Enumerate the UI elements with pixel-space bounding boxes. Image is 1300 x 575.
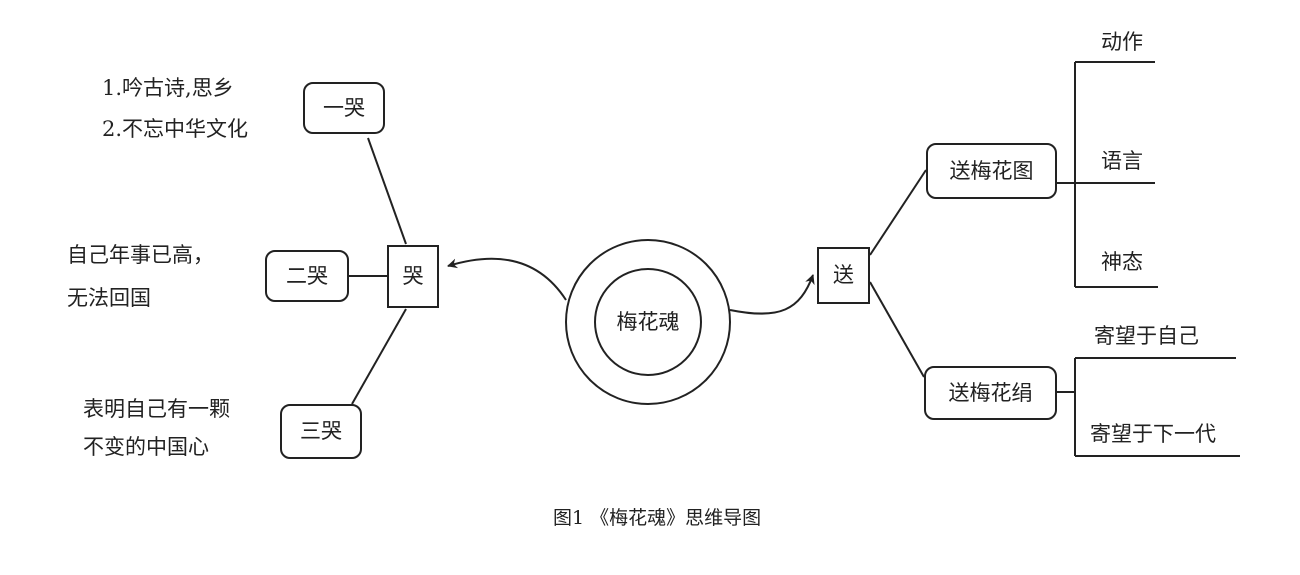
cry-2-note-2: 无法回国 — [67, 286, 151, 310]
figure-caption: 图1 《梅花魂》思维导图 — [553, 507, 762, 529]
cry-3-note-2: 不变的中国心 — [83, 435, 209, 459]
cry-3-node: 三哭 — [280, 404, 362, 459]
cry-2-note-1: 自己年事已高， — [67, 243, 214, 267]
cry-1-note-1: 1.吟古诗,思乡 — [102, 76, 234, 100]
silk-item-next-generation: 寄望于下一代 — [1090, 422, 1216, 446]
picture-item-expression: 神态 — [1101, 250, 1143, 274]
center-inner-ring — [594, 268, 702, 376]
give-hub-node: 送 — [817, 247, 870, 304]
cry-1-note-2: 2.不忘中华文化 — [102, 117, 249, 141]
line-give-picture — [869, 169, 927, 256]
give-picture-node: 送梅花图 — [926, 143, 1057, 199]
picture-item-action: 动作 — [1101, 30, 1143, 54]
arrow-to-cry — [447, 257, 567, 301]
picture-item-speech: 语言 — [1101, 149, 1143, 173]
center-outer-ring — [565, 239, 731, 405]
line-cry-3 — [351, 308, 407, 405]
cry-3-note-1: 表明自己有一颗 — [83, 397, 230, 421]
arrow-to-give — [729, 274, 815, 315]
line-give-silk — [869, 281, 925, 378]
cry-2-node: 二哭 — [265, 250, 349, 302]
line-cry-1 — [367, 137, 407, 245]
silk-item-self: 寄望于自己 — [1094, 324, 1199, 348]
give-silk-node: 送梅花绢 — [924, 366, 1057, 420]
cry-hub-node: 哭 — [387, 245, 439, 308]
center-node: 梅花魂 — [616, 309, 680, 334]
cry-1-node: 一哭 — [303, 82, 385, 134]
